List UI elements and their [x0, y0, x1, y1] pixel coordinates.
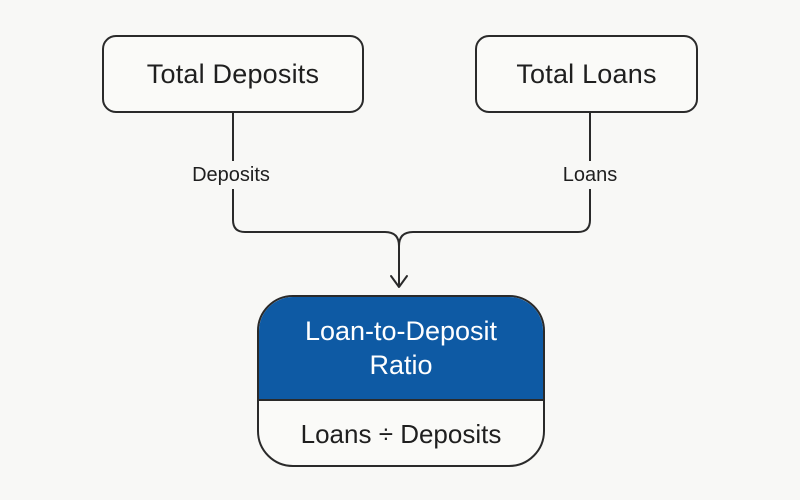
deposits-edge-label: Deposits — [188, 161, 274, 189]
result-title-line1: Loan-to-Deposit — [304, 316, 498, 346]
loans-edge-label: Loans — [558, 161, 622, 189]
total-loans-node: Total Loans — [475, 35, 698, 113]
loans-connector — [398, 113, 591, 247]
deposits-connector — [232, 113, 400, 286]
result-title-line2: Ratio — [369, 350, 433, 380]
total-loans-label: Total Loans — [516, 58, 657, 89]
loan-to-deposit-ratio-node: Loan-to-Deposit Ratio Loans ÷ Deposits — [257, 295, 545, 467]
arrowhead-icon — [390, 275, 408, 288]
result-formula: Loans ÷ Deposits — [259, 401, 543, 465]
total-deposits-label: Total Deposits — [146, 58, 320, 89]
total-deposits-node: Total Deposits — [102, 35, 364, 113]
formula-text: Loans ÷ Deposits — [300, 418, 502, 449]
result-header: Loan-to-Deposit Ratio — [259, 297, 543, 401]
